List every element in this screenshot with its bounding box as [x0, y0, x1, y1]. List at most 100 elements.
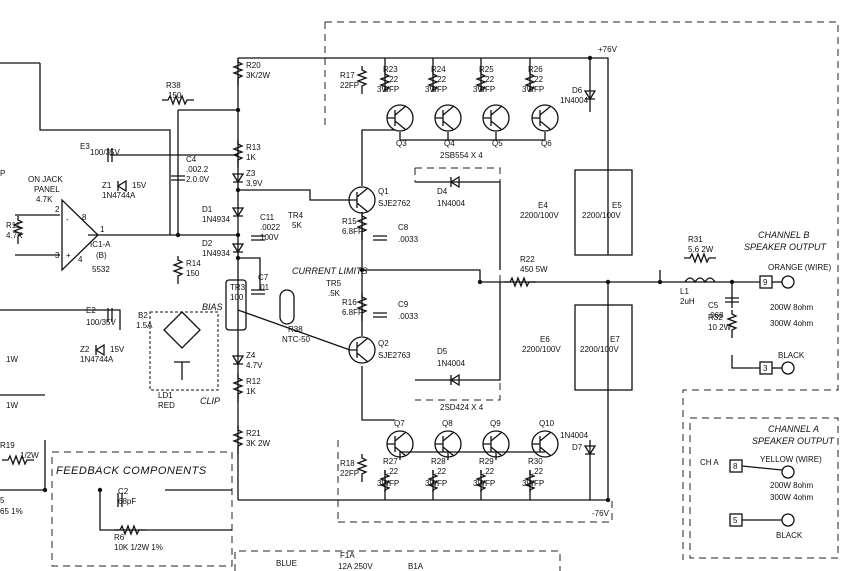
r23-val: .22: [387, 75, 399, 84]
e5-val: 2200/100V: [582, 211, 621, 220]
d6-ref: D6: [572, 86, 583, 95]
c4-val: .002.2: [186, 165, 209, 174]
r27-ref: R27: [383, 457, 398, 466]
r15-val: 6.8FP: [342, 227, 363, 236]
tr4-val: 5K: [292, 221, 302, 230]
r38-val: 150: [168, 91, 182, 100]
r13-val: 1K: [246, 153, 256, 162]
top-parts-note: 2SB554 X 4: [440, 151, 483, 160]
r29-rating: 3WFP: [473, 479, 495, 488]
e3-val: 100/35V: [90, 148, 120, 157]
r20-val: 3K/2W: [246, 71, 270, 80]
pin-3: 3: [55, 251, 60, 260]
e6-ref: E6: [540, 335, 550, 344]
e2-ref: E2: [86, 306, 96, 315]
transistor-q3: Q3: [386, 104, 414, 148]
c11-val: .0022: [260, 223, 281, 232]
transistor-q7: Q7: [386, 419, 414, 458]
r28-rating: 3WFP: [425, 479, 447, 488]
e7-ref: E7: [610, 335, 620, 344]
left-p: P: [0, 169, 5, 178]
c7-ref: C7: [258, 273, 269, 282]
cha-term-5: 5: [733, 516, 738, 525]
ic-sub: (B): [96, 251, 107, 260]
tr3-val: 100: [230, 293, 244, 302]
transistor-q4: Q4: [434, 104, 462, 148]
transistor-q8: Q8: [434, 419, 462, 458]
cha-spec-2: 300W 4ohm: [770, 493, 813, 502]
q1-part: SJE2762: [378, 199, 411, 208]
r19-ref: R19: [0, 441, 15, 450]
z3-ref: Z3: [246, 169, 256, 178]
ic-part: 5532: [92, 265, 110, 274]
z1-part: 1N4744A: [102, 191, 136, 200]
chb-term-3: 3: [763, 364, 768, 373]
d2-ref: D2: [202, 239, 213, 248]
c5-ref: C5: [708, 301, 719, 310]
q5-ref: Q5: [492, 139, 503, 148]
tr3-ref: TR3: [230, 283, 246, 292]
cha-title-1: CHANNEL A: [768, 424, 819, 434]
opamp-ic1a: - + 2 3 8 4 1 IC1-A (B) 5532: [55, 198, 111, 274]
r29-val: .22: [483, 467, 495, 476]
e4-val: 2200/100V: [520, 211, 559, 220]
diode-z4: Z44.7V: [231, 351, 263, 370]
channel-a-boundary: [689, 417, 839, 559]
z2-val: 15V: [110, 345, 125, 354]
opamp-plus: +: [66, 251, 71, 260]
transistor-q5: Q5: [482, 104, 510, 148]
feedback-title: FEEDBACK COMPONENTS: [56, 465, 207, 477]
opamp-minus: -: [66, 215, 69, 224]
footer-fuse: BLUE F1A 12A 250V B1A: [276, 551, 424, 571]
z4-val: 4.7V: [246, 361, 263, 370]
d4-ref: D4: [437, 187, 448, 196]
c2-val: 68pF: [118, 497, 136, 506]
capacitor-c9: C9.0033: [373, 300, 419, 321]
z3-val: 3.9V: [246, 179, 263, 188]
capacitor-e2: E2 100/35V: [86, 306, 116, 327]
r31-ref: R31: [688, 235, 703, 244]
d7-ref: D7: [572, 443, 583, 452]
trimmer-tr4: TR4 5K: [288, 211, 304, 230]
l1-val: 2uH: [680, 297, 695, 306]
footer-b1a: B1A: [408, 562, 424, 571]
jack-panel-2: PANEL: [34, 185, 60, 194]
cha-title-2: SPEAKER OUTPUT: [752, 436, 836, 446]
r26-val: .22: [532, 75, 544, 84]
d1-ref: D1: [202, 205, 213, 214]
e4-ref: E4: [538, 201, 548, 210]
d6-val: 1N4004: [560, 96, 589, 105]
bias-label: BIAS: [202, 302, 223, 312]
c5-val: .068: [708, 311, 724, 320]
e2-val: 100/35V: [86, 318, 116, 327]
e3-ref: E3: [80, 142, 90, 151]
r18-ref: R18: [340, 459, 355, 468]
transistor-q10: Q10: [531, 419, 559, 458]
clip-label: CLIP: [200, 396, 220, 406]
r18-val: 22FP: [340, 469, 359, 478]
b2-val: 1.5A: [136, 321, 153, 330]
jack-panel-3: 4.7K: [36, 195, 53, 204]
neg-rail-label: -76V: [592, 509, 610, 518]
l1-ref: L1: [680, 287, 689, 296]
